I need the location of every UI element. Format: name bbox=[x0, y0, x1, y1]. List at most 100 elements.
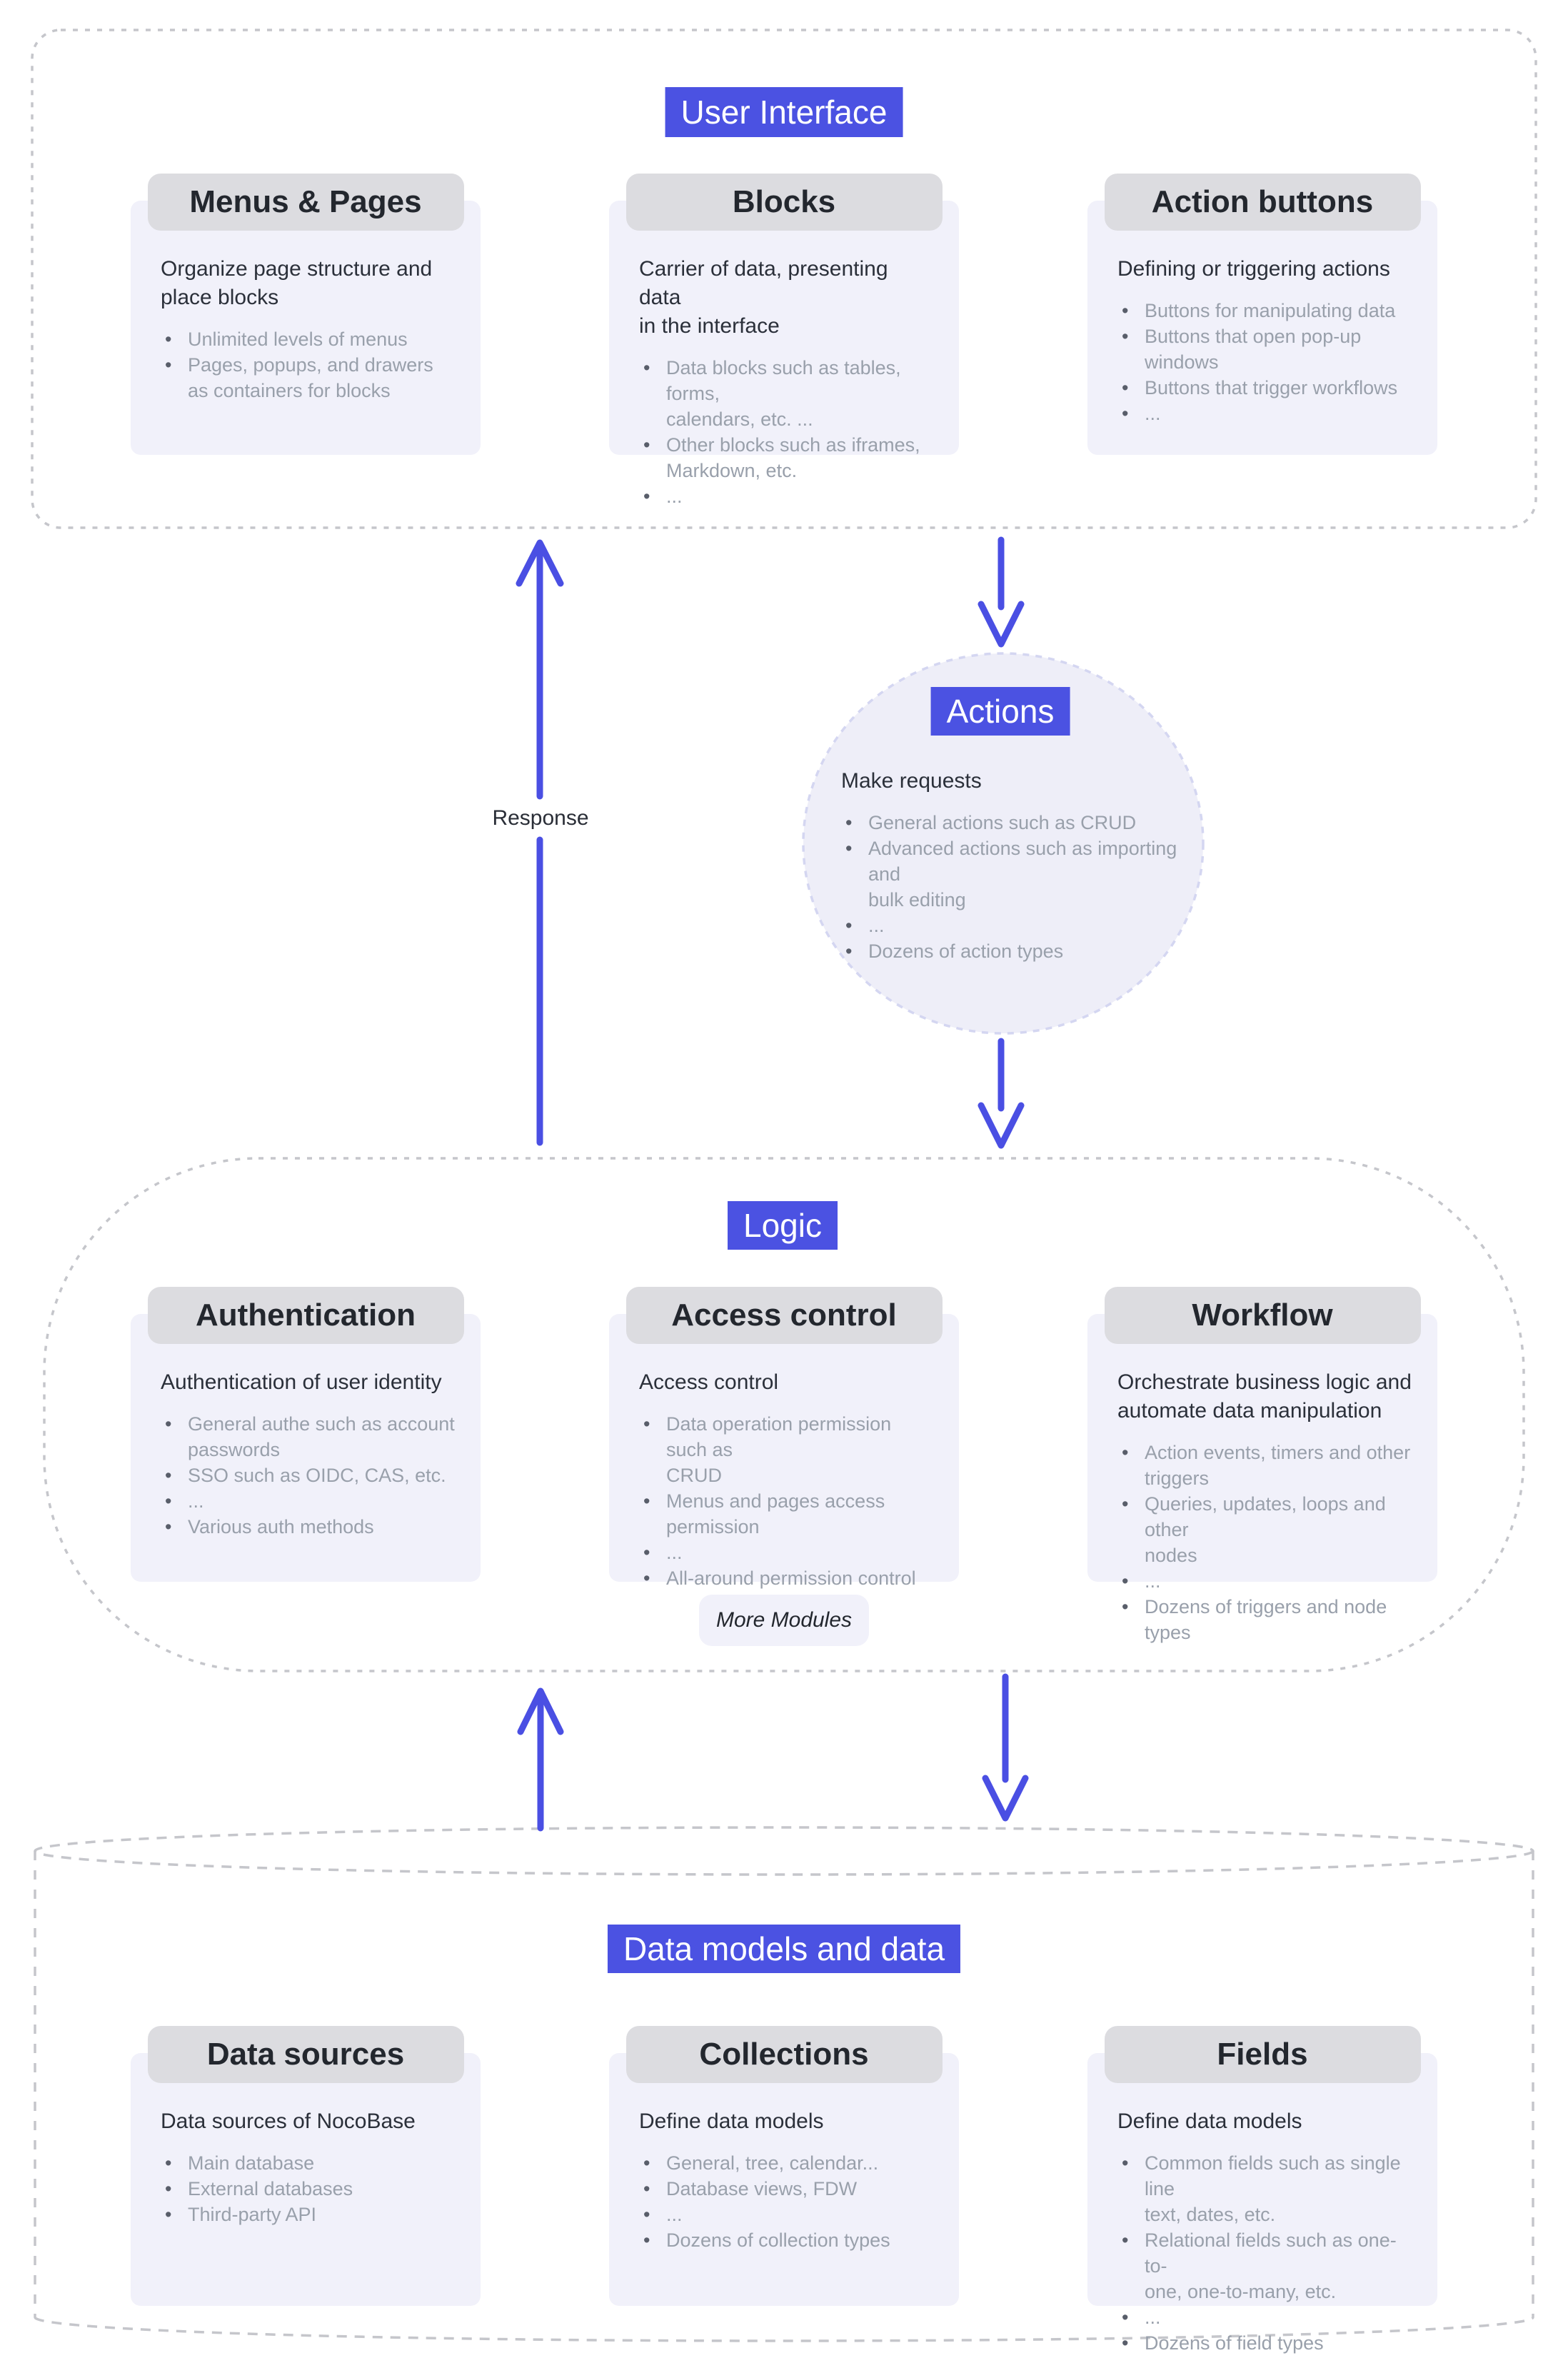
card-menus-pages-header: Menus & Pages bbox=[147, 174, 464, 231]
card-data-sources-header: Data sources bbox=[147, 2026, 464, 2083]
card-data-sources-body: Data sources of NocoBase Main database E… bbox=[131, 2053, 481, 2306]
card-workflow-bullets: Action events, timers and other triggers… bbox=[1117, 1440, 1412, 1645]
card-action-buttons-desc: Defining or triggering actions bbox=[1117, 257, 1390, 281]
response-up-arrow bbox=[516, 539, 564, 1146]
card-workflow-header: Workflow bbox=[1104, 1287, 1421, 1344]
card-collections: Collections Define data models General, … bbox=[609, 2026, 959, 2306]
bullet-item: Dozens of triggers and node types bbox=[1117, 1594, 1412, 1645]
card-blocks: Blocks Carrier of data, presenting data … bbox=[609, 174, 959, 509]
card-fields-desc: Define data models bbox=[1117, 2109, 1302, 2133]
card-access-control-desc: Access control bbox=[639, 1370, 779, 1394]
bullet-item: Data blocks such as tables, forms, calen… bbox=[639, 355, 933, 432]
bullet-item: ... bbox=[639, 483, 933, 509]
card-access-control-bullets: Data operation permission such as CRUD M… bbox=[639, 1411, 933, 1591]
card-fields-header: Fields bbox=[1104, 2026, 1421, 2083]
card-fields-bullets: Common fields such as single line text, … bbox=[1117, 2150, 1412, 2356]
card-authentication-bullets: General authe such as account passwords … bbox=[161, 1411, 455, 1540]
actions-circle-content: Make requests General actions such as CR… bbox=[841, 767, 1188, 964]
bullet-item: Other blocks such as iframes, Markdown, … bbox=[639, 432, 933, 483]
bullet-item: Buttons for manipulating data bbox=[1117, 298, 1412, 323]
card-blocks-desc: Carrier of data, presenting data in the … bbox=[639, 257, 888, 338]
bullet-item: ... bbox=[639, 2202, 933, 2227]
card-blocks-header: Blocks bbox=[625, 174, 943, 231]
bullet-item: ... bbox=[1117, 2304, 1412, 2330]
bullet-item: Buttons that trigger workflows bbox=[1117, 375, 1412, 401]
bullet-item: ... bbox=[841, 913, 1188, 938]
bullet-item: Menus and pages access permission bbox=[639, 1488, 933, 1540]
card-menus-pages-body: Organize page structure and place blocks… bbox=[131, 201, 481, 455]
card-collections-desc: Define data models bbox=[639, 2109, 824, 2133]
card-access-control: Access control Access control Data opera… bbox=[609, 1287, 959, 1591]
bullet-item: All-around permission control bbox=[639, 1565, 933, 1591]
card-authentication-body: Authentication of user identity General … bbox=[131, 1314, 481, 1582]
actions-bullets: General actions such as CRUD Advanced ac… bbox=[841, 810, 1188, 964]
bullet-item: Main database bbox=[161, 2150, 455, 2176]
card-data-sources-desc: Data sources of NocoBase bbox=[161, 2109, 416, 2133]
response-label: Response bbox=[492, 806, 589, 830]
bullet-item: Database views, FDW bbox=[639, 2176, 933, 2202]
logic-section-border bbox=[43, 1157, 1525, 1672]
bullet-item: Queries, updates, loops and other nodes bbox=[1117, 1491, 1412, 1568]
card-action-buttons-bullets: Buttons for manipulating data Buttons th… bbox=[1117, 298, 1412, 426]
more-modules-pill: More Modules bbox=[699, 1595, 869, 1646]
bullet-item: Dozens of collection types bbox=[639, 2227, 933, 2253]
card-collections-header: Collections bbox=[625, 2026, 943, 2083]
bullet-item: Dozens of field types bbox=[1117, 2330, 1412, 2356]
logic-to-data-arrow bbox=[982, 1673, 1029, 1822]
bullet-item: General actions such as CRUD bbox=[841, 810, 1188, 836]
bullet-item: ... bbox=[1117, 1568, 1412, 1594]
card-blocks-body: Carrier of data, presenting data in the … bbox=[609, 201, 959, 509]
card-workflow-desc: Orchestrate business logic and automate … bbox=[1117, 1370, 1412, 1423]
bullet-item: Buttons that open pop-up windows bbox=[1117, 323, 1412, 375]
card-action-buttons: Action buttons Defining or triggering ac… bbox=[1087, 174, 1437, 455]
bullet-item: Action events, timers and other triggers bbox=[1117, 1440, 1412, 1491]
data-to-logic-arrow bbox=[517, 1687, 564, 1832]
card-fields: Fields Define data models Common fields … bbox=[1087, 2026, 1437, 2356]
bullet-item: ... bbox=[161, 1488, 455, 1514]
card-authentication-desc: Authentication of user identity bbox=[161, 1370, 442, 1394]
bullet-item: Pages, popups, and drawers as containers… bbox=[161, 352, 455, 403]
actions-desc: Make requests bbox=[841, 769, 982, 793]
logic-section-title: Logic bbox=[728, 1201, 838, 1250]
bullet-item: Relational fields such as one-to- one, o… bbox=[1117, 2227, 1412, 2304]
ui-section-border bbox=[31, 29, 1537, 529]
ui-to-actions-arrow bbox=[978, 536, 1025, 648]
bullet-item: External databases bbox=[161, 2176, 455, 2202]
actions-to-logic-arrow bbox=[978, 1038, 1025, 1149]
card-workflow: Workflow Orchestrate business logic and … bbox=[1087, 1287, 1437, 1643]
card-collections-bullets: General, tree, calendar... Database view… bbox=[639, 2150, 933, 2253]
card-menus-pages: Menus & Pages Organize page structure an… bbox=[131, 174, 481, 455]
card-access-control-header: Access control bbox=[625, 1287, 943, 1344]
bullet-item: Advanced actions such as importing and b… bbox=[841, 836, 1188, 913]
data-cylinder bbox=[34, 1826, 1534, 2342]
actions-section-title: Actions bbox=[930, 687, 1070, 736]
card-authentication-header: Authentication bbox=[147, 1287, 464, 1344]
bullet-item: ... bbox=[1117, 401, 1412, 426]
card-blocks-bullets: Data blocks such as tables, forms, calen… bbox=[639, 355, 933, 509]
bullet-item: Third-party API bbox=[161, 2202, 455, 2227]
bullet-item: Various auth methods bbox=[161, 1514, 455, 1540]
card-access-control-body: Access control Data operation permission… bbox=[609, 1314, 959, 1591]
card-action-buttons-body: Defining or triggering actions Buttons f… bbox=[1087, 201, 1437, 455]
ui-section-title: User Interface bbox=[665, 87, 903, 137]
bullet-item: Data operation permission such as CRUD bbox=[639, 1411, 933, 1488]
card-menus-pages-desc: Organize page structure and place blocks bbox=[161, 257, 433, 309]
data-section-title: Data models and data bbox=[607, 1925, 961, 1973]
bullet-item: ... bbox=[639, 1540, 933, 1565]
bullet-item: Unlimited levels of menus bbox=[161, 326, 455, 352]
card-data-sources-bullets: Main database External databases Third-p… bbox=[161, 2150, 455, 2227]
bullet-item: Dozens of action types bbox=[841, 938, 1188, 964]
card-action-buttons-header: Action buttons bbox=[1104, 174, 1421, 231]
card-authentication: Authentication Authentication of user id… bbox=[131, 1287, 481, 1582]
card-collections-body: Define data models General, tree, calend… bbox=[609, 2053, 959, 2306]
card-menus-pages-bullets: Unlimited levels of menus Pages, popups,… bbox=[161, 326, 455, 403]
bullet-item: SSO such as OIDC, CAS, etc. bbox=[161, 1463, 455, 1488]
card-workflow-body: Orchestrate business logic and automate … bbox=[1087, 1314, 1437, 1643]
bullet-item: General authe such as account passwords bbox=[161, 1411, 455, 1463]
bullet-item: General, tree, calendar... bbox=[639, 2150, 933, 2176]
card-data-sources: Data sources Data sources of NocoBase Ma… bbox=[131, 2026, 481, 2306]
card-fields-body: Define data models Common fields such as… bbox=[1087, 2053, 1437, 2356]
cylinder-top-ellipse bbox=[34, 1826, 1534, 1876]
bullet-item: Common fields such as single line text, … bbox=[1117, 2150, 1412, 2227]
